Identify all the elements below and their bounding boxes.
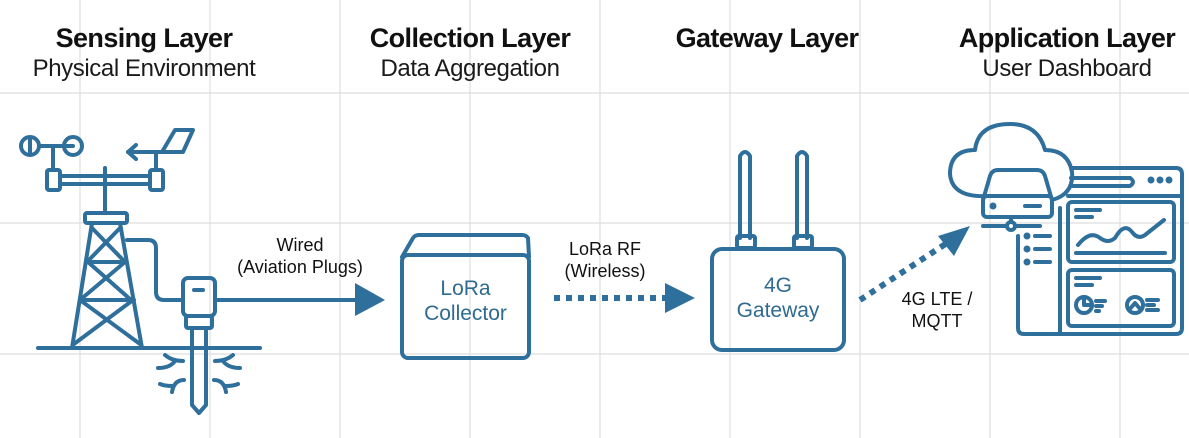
weather-station-icon xyxy=(19,128,262,350)
cloud-icon xyxy=(948,122,1075,202)
lora-rf-connection-label: LoRa RF (Wireless) xyxy=(555,238,655,282)
layer-header-application: Application Layer User Dashboard xyxy=(937,22,1189,84)
lte-mqtt-connection-label: 4G LTE / MQTT xyxy=(892,288,982,332)
layer-title: Application Layer xyxy=(958,23,1176,53)
4g-gateway-label: 4G Gateway xyxy=(712,273,844,323)
layer-subtitle: Physical Environment xyxy=(32,55,256,82)
gauge-icon xyxy=(1125,295,1145,315)
node-label-line1: LoRa xyxy=(440,277,491,300)
wired-arrow xyxy=(215,283,385,316)
layer-title: Collection Layer xyxy=(369,23,571,53)
layer-subtitle: User Dashboard xyxy=(982,55,1152,82)
tower-frame xyxy=(70,221,144,350)
layer-subtitle: Data Aggregation xyxy=(380,55,560,82)
connection-label-line1: 4G LTE / xyxy=(901,289,973,309)
node-label-line2: Collector xyxy=(424,302,507,325)
connection-label-line1: Wired xyxy=(276,235,324,255)
node-label-line1: 4G xyxy=(763,274,792,297)
lte-mqtt-arrow xyxy=(858,226,970,303)
lora-collector-label: LoRa Collector xyxy=(402,276,529,326)
gateway-router-icon xyxy=(710,150,846,352)
node-label-line2: Gateway xyxy=(736,299,820,322)
layer-title: Sensing Layer xyxy=(55,23,233,53)
antenna-right-icon xyxy=(795,150,809,240)
layer-header-sensing: Sensing Layer Physical Environment xyxy=(14,22,274,84)
cloud-server-icon xyxy=(948,122,1075,232)
wired-connection-label: Wired (Aviation Plugs) xyxy=(220,234,380,278)
connection-label-line2: (Wireless) xyxy=(564,261,646,281)
layer-header-collection: Collection Layer Data Aggregation xyxy=(340,22,600,84)
layer-header-gateway: Gateway Layer xyxy=(637,22,897,54)
dashboard-window-icon xyxy=(1016,166,1184,336)
widgets-panel xyxy=(1066,268,1176,328)
line-chart-panel xyxy=(1066,200,1176,264)
connection-label-line1: LoRa RF xyxy=(568,239,642,259)
lora-rf-arrow xyxy=(554,283,695,313)
layer-title: Gateway Layer xyxy=(675,23,859,53)
antenna-left-icon xyxy=(738,150,752,240)
connection-label-line2: MQTT xyxy=(911,311,963,331)
connection-label-line2: (Aviation Plugs) xyxy=(237,257,363,277)
lora-collector-icon xyxy=(400,233,531,360)
soil-sensor-icon xyxy=(156,276,242,415)
